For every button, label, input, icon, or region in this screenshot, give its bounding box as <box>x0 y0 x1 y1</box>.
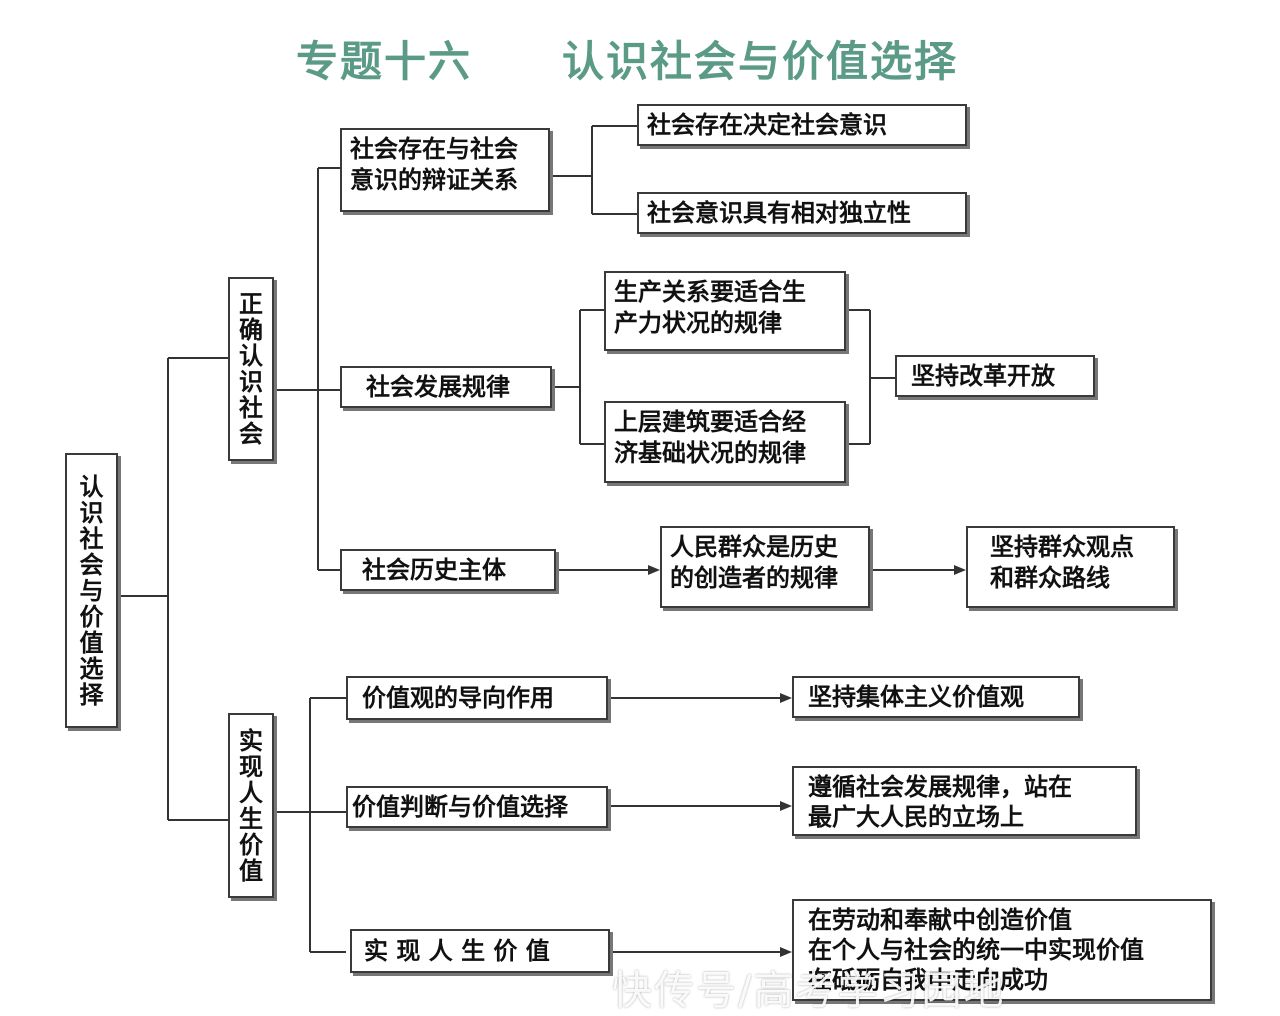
value-guidance-node: 价值观的导向作用 <box>346 676 608 720</box>
page-title: 认识社会与价值选择 <box>562 37 959 86</box>
realize-value-branch-label: 实现人生价值 <box>239 726 263 885</box>
realize-value-branch-node: 实现人生价值 <box>228 713 274 898</box>
production-law-node: 生产关系要适合生 产力状况的规律 <box>604 271 846 351</box>
dialectic-line-2: 意识的辩证关系 <box>350 166 518 194</box>
existence-determines-node: 社会存在决定社会意识 <box>637 104 967 146</box>
root-node: 认识社会与价值选择 <box>65 453 118 728</box>
topic-number: 专题十六 <box>296 37 473 86</box>
masses-creators-line-1: 人民群众是历史 <box>670 533 838 561</box>
value-ways-line-1: 在劳动和奉献中创造价值 <box>808 906 1072 934</box>
existence-determines-label: 社会存在决定社会意识 <box>647 110 887 139</box>
follow-law-line-1: 遵循社会发展规律，站在 <box>808 773 1072 801</box>
development-law-node: 社会发展规律 <box>340 366 552 408</box>
correct-understanding-label: 正确认识社会 <box>239 290 263 448</box>
dialectic-node: 社会存在与社会 意识的辩证关系 <box>340 128 550 212</box>
superstructure-law-line-2: 济基础状况的规律 <box>614 439 806 467</box>
production-law-line-1: 生产关系要适合生 <box>614 278 806 306</box>
mass-line-line-2: 和群众路线 <box>990 564 1110 592</box>
correct-understanding-node: 正确认识社会 <box>228 277 274 461</box>
mass-line-line-1: 坚持群众观点 <box>990 533 1134 561</box>
dialectic-line-1: 社会存在与社会 <box>350 135 518 163</box>
mass-line-node: 坚持群众观点 和群众路线 <box>966 526 1175 608</box>
follow-law-node: 遵循社会发展规律，站在 最广大人民的立场上 <box>792 766 1137 836</box>
value-ways-node: 在劳动和奉献中创造价值 在个人与社会的统一中实现价值 在砥砺自我中走向成功 <box>792 899 1212 1001</box>
collectivism-label: 坚持集体主义价值观 <box>808 682 1024 711</box>
relative-independence-label: 社会意识具有相对独立性 <box>647 198 911 227</box>
history-subject-node: 社会历史主体 <box>340 549 556 591</box>
relative-independence-node: 社会意识具有相对独立性 <box>637 192 967 234</box>
reform-opening-label: 坚持改革开放 <box>911 361 1055 390</box>
value-guidance-label: 价值观的导向作用 <box>362 683 554 712</box>
value-ways-line-3: 在砥砺自我中走向成功 <box>808 966 1048 994</box>
superstructure-law-line-1: 上层建筑要适合经 <box>614 408 806 436</box>
realize-value-leaf-label: 实 现 人 生 价 值 <box>364 936 550 965</box>
reform-opening-node: 坚持改革开放 <box>895 355 1095 397</box>
follow-law-line-2: 最广大人民的立场上 <box>808 803 1024 831</box>
production-law-line-2: 产力状况的规律 <box>614 309 782 337</box>
root-node-label: 认识社会与价值选择 <box>79 472 104 709</box>
development-law-label: 社会发展规律 <box>366 372 510 401</box>
masses-creators-node: 人民群众是历史 的创造者的规律 <box>660 526 870 608</box>
superstructure-law-node: 上层建筑要适合经 济基础状况的规律 <box>604 401 846 483</box>
masses-creators-line-2: 的创造者的规律 <box>670 564 838 592</box>
collectivism-node: 坚持集体主义价值观 <box>792 676 1080 718</box>
watermark: 快传号/高考学习园地 <box>612 968 1006 1014</box>
value-ways-line-2: 在个人与社会的统一中实现价值 <box>808 936 1144 964</box>
realize-value-leaf-node: 实 现 人 生 价 值 <box>350 929 610 973</box>
value-judgment-node: 价值判断与价值选择 <box>346 786 608 828</box>
value-judgment-label: 价值判断与价值选择 <box>352 792 568 821</box>
history-subject-label: 社会历史主体 <box>362 555 506 584</box>
